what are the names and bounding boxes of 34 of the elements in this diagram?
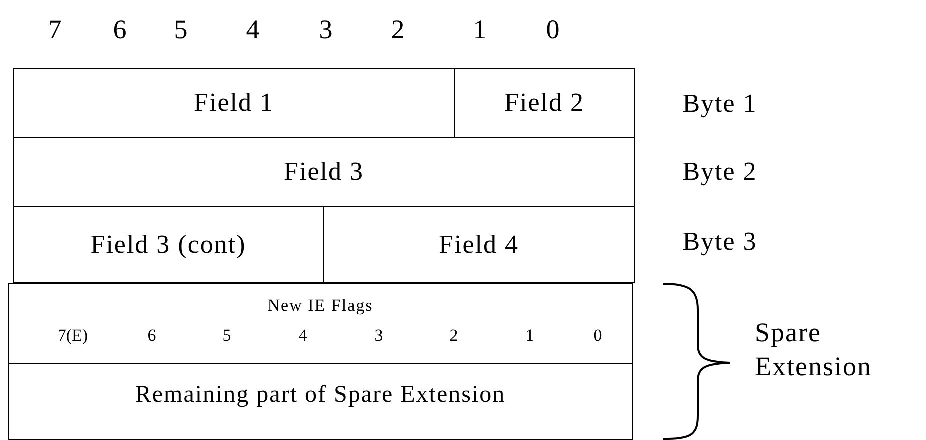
bit-number: 4 [246, 14, 260, 46]
bit-number: 0 [546, 14, 560, 46]
field-label: Field 4 [439, 230, 519, 260]
byte-label: Byte 2 [682, 157, 758, 187]
field-box [13, 68, 455, 138]
bit-number: 5 [222, 326, 232, 346]
bit-number: 7(E) [58, 326, 88, 346]
field-box [323, 206, 635, 283]
byte-label: Byte 1 [682, 89, 758, 119]
field-label: Field 3 [284, 157, 364, 187]
field-label: Field 2 [504, 88, 584, 118]
bit-number: 2 [450, 326, 458, 346]
byte-label: Byte 3 [682, 227, 758, 257]
field-title: New IE Flags [268, 296, 374, 316]
field-label: Remaining part of Spare Extension [135, 382, 506, 409]
field-label: Field 1 [194, 88, 274, 118]
flags-box [8, 283, 633, 364]
bit-number: 4 [298, 326, 308, 346]
bit-number: 5 [174, 14, 188, 46]
field-box [13, 206, 324, 283]
bit-number: 0 [594, 326, 602, 346]
bit-number: 3 [319, 14, 333, 46]
brace-label: Spare Extension [755, 316, 873, 383]
field-label: Field 3 (cont) [90, 230, 246, 260]
bit-number: 3 [374, 326, 384, 346]
bit-number: 1 [526, 326, 534, 346]
field-box [13, 137, 635, 207]
bit-number: 6 [148, 326, 156, 346]
field-box [454, 68, 635, 138]
field-box [8, 363, 633, 440]
bit-number: 6 [113, 14, 127, 46]
bit-number: 2 [391, 14, 405, 46]
bit-number: 7 [48, 14, 62, 46]
bit-number: 1 [473, 14, 487, 46]
